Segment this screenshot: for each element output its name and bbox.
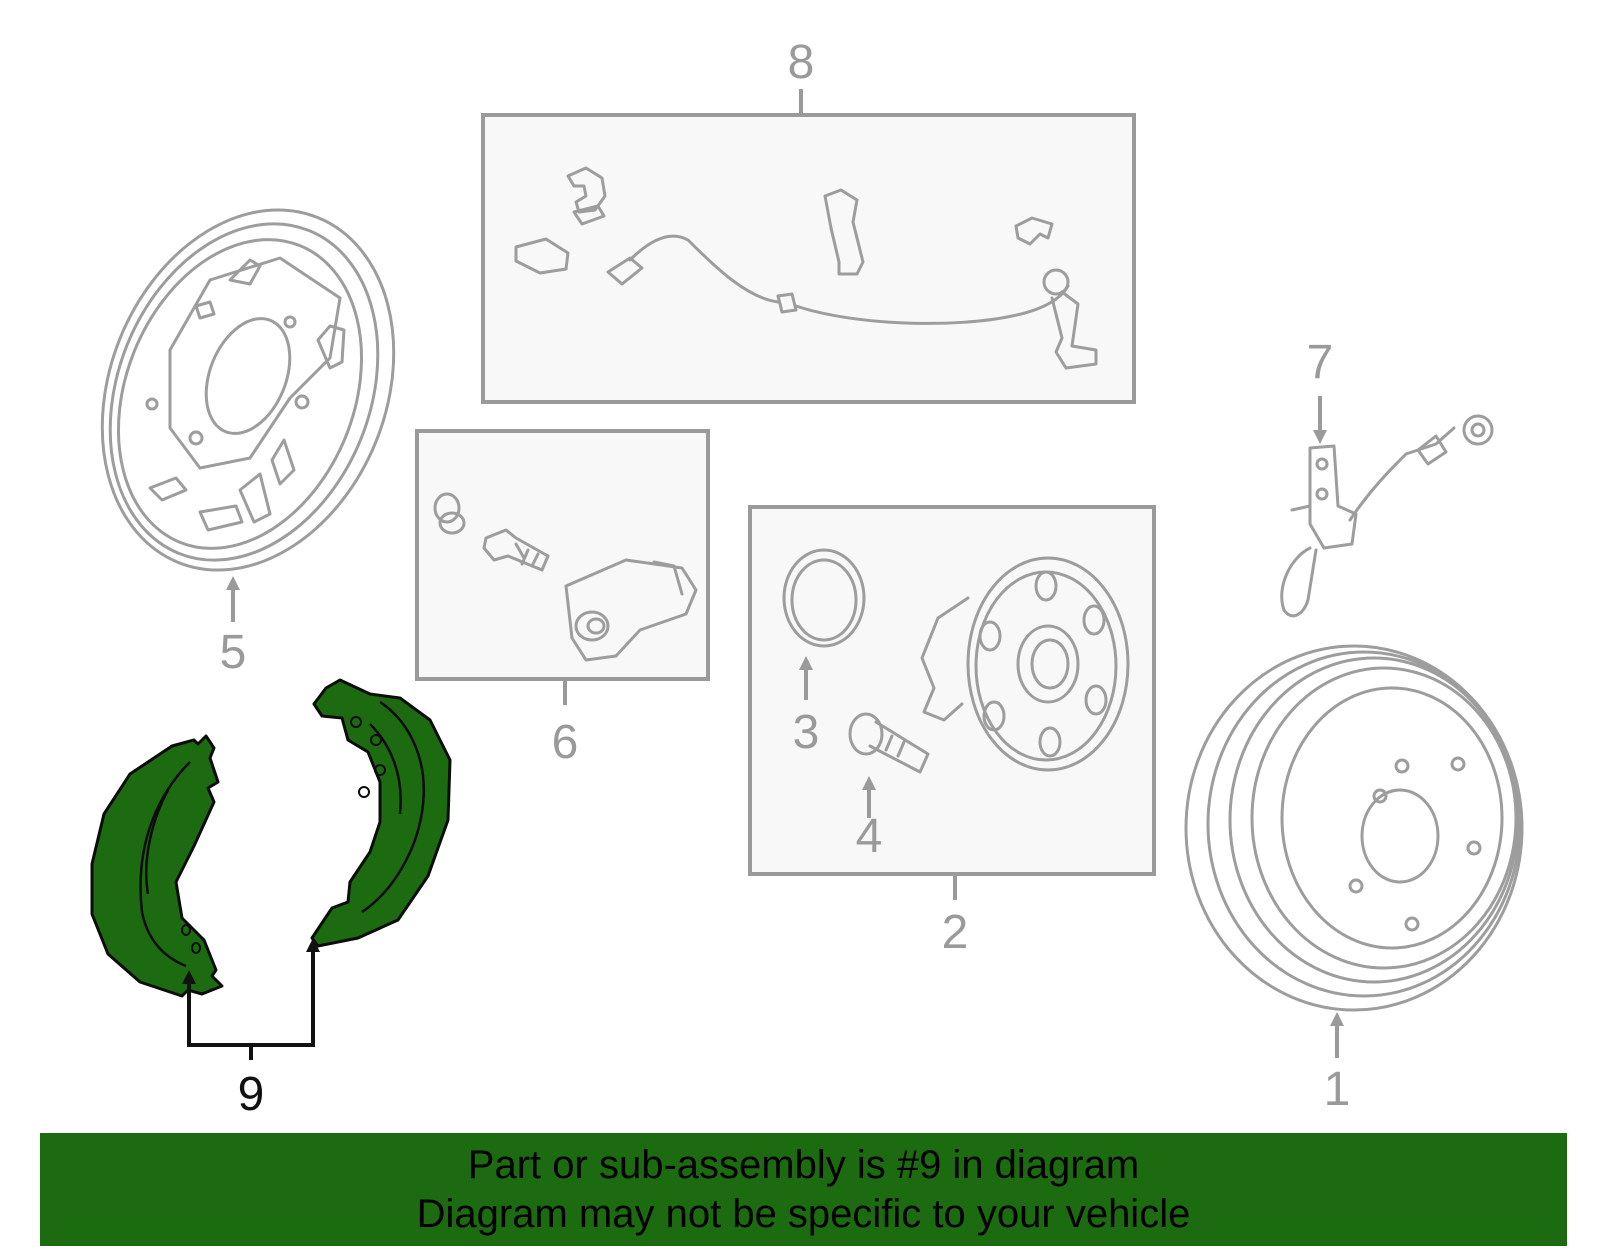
leader-arrow-9-right (306, 938, 320, 952)
part-5-backing-plate[interactable] (50, 166, 445, 614)
leader-arrow-7 (1313, 430, 1327, 444)
part-8-box (481, 113, 1136, 404)
part-2-box (748, 505, 1156, 876)
callout-2[interactable]: 2 (942, 906, 969, 959)
callout-5[interactable]: 5 (220, 626, 247, 679)
part-1-brake-drum[interactable] (1184, 644, 1524, 1012)
banner-line-part-number: Part or sub-assembly is #9 in diagram (467, 1142, 1140, 1187)
callout-6[interactable]: 6 (552, 716, 579, 769)
banner-line-disclaimer: Diagram may not be specific to your vehi… (416, 1191, 1191, 1236)
leader-arrow-3 (799, 656, 813, 670)
part-9-brake-shoes[interactable] (90, 678, 452, 998)
callout-4[interactable]: 4 (856, 810, 883, 863)
part-8-harness-drawing (514, 166, 1098, 370)
callout-7[interactable]: 7 (1307, 336, 1334, 389)
callout-8[interactable]: 8 (788, 36, 815, 89)
leader-arrow-1 (1330, 1012, 1344, 1026)
part-6-box (415, 429, 710, 681)
leader-arrow-4 (862, 776, 876, 790)
leader-arrow-5 (226, 576, 240, 590)
part-7-sensor[interactable] (1280, 414, 1494, 618)
part-6-group[interactable] (415, 429, 710, 681)
part-3-seal-ring[interactable] (782, 548, 866, 648)
callout-9[interactable]: 9 (238, 1068, 265, 1121)
brake-shoe-left[interactable] (90, 734, 224, 998)
part-8-group[interactable] (481, 113, 1136, 404)
callout-3[interactable]: 3 (793, 706, 820, 759)
part-4-hub-bolt[interactable] (848, 712, 930, 774)
info-banner: Part or sub-assembly is #9 in diagram Di… (40, 1133, 1567, 1246)
leader-arrow-9-left (182, 970, 196, 984)
part-6-wheel-cylinder-drawing (433, 492, 698, 662)
part-2-group[interactable] (748, 505, 1156, 876)
part-2-hub-drawing (920, 556, 1130, 772)
callout-1[interactable]: 1 (1324, 1063, 1351, 1116)
brake-shoe-right[interactable] (310, 678, 452, 948)
